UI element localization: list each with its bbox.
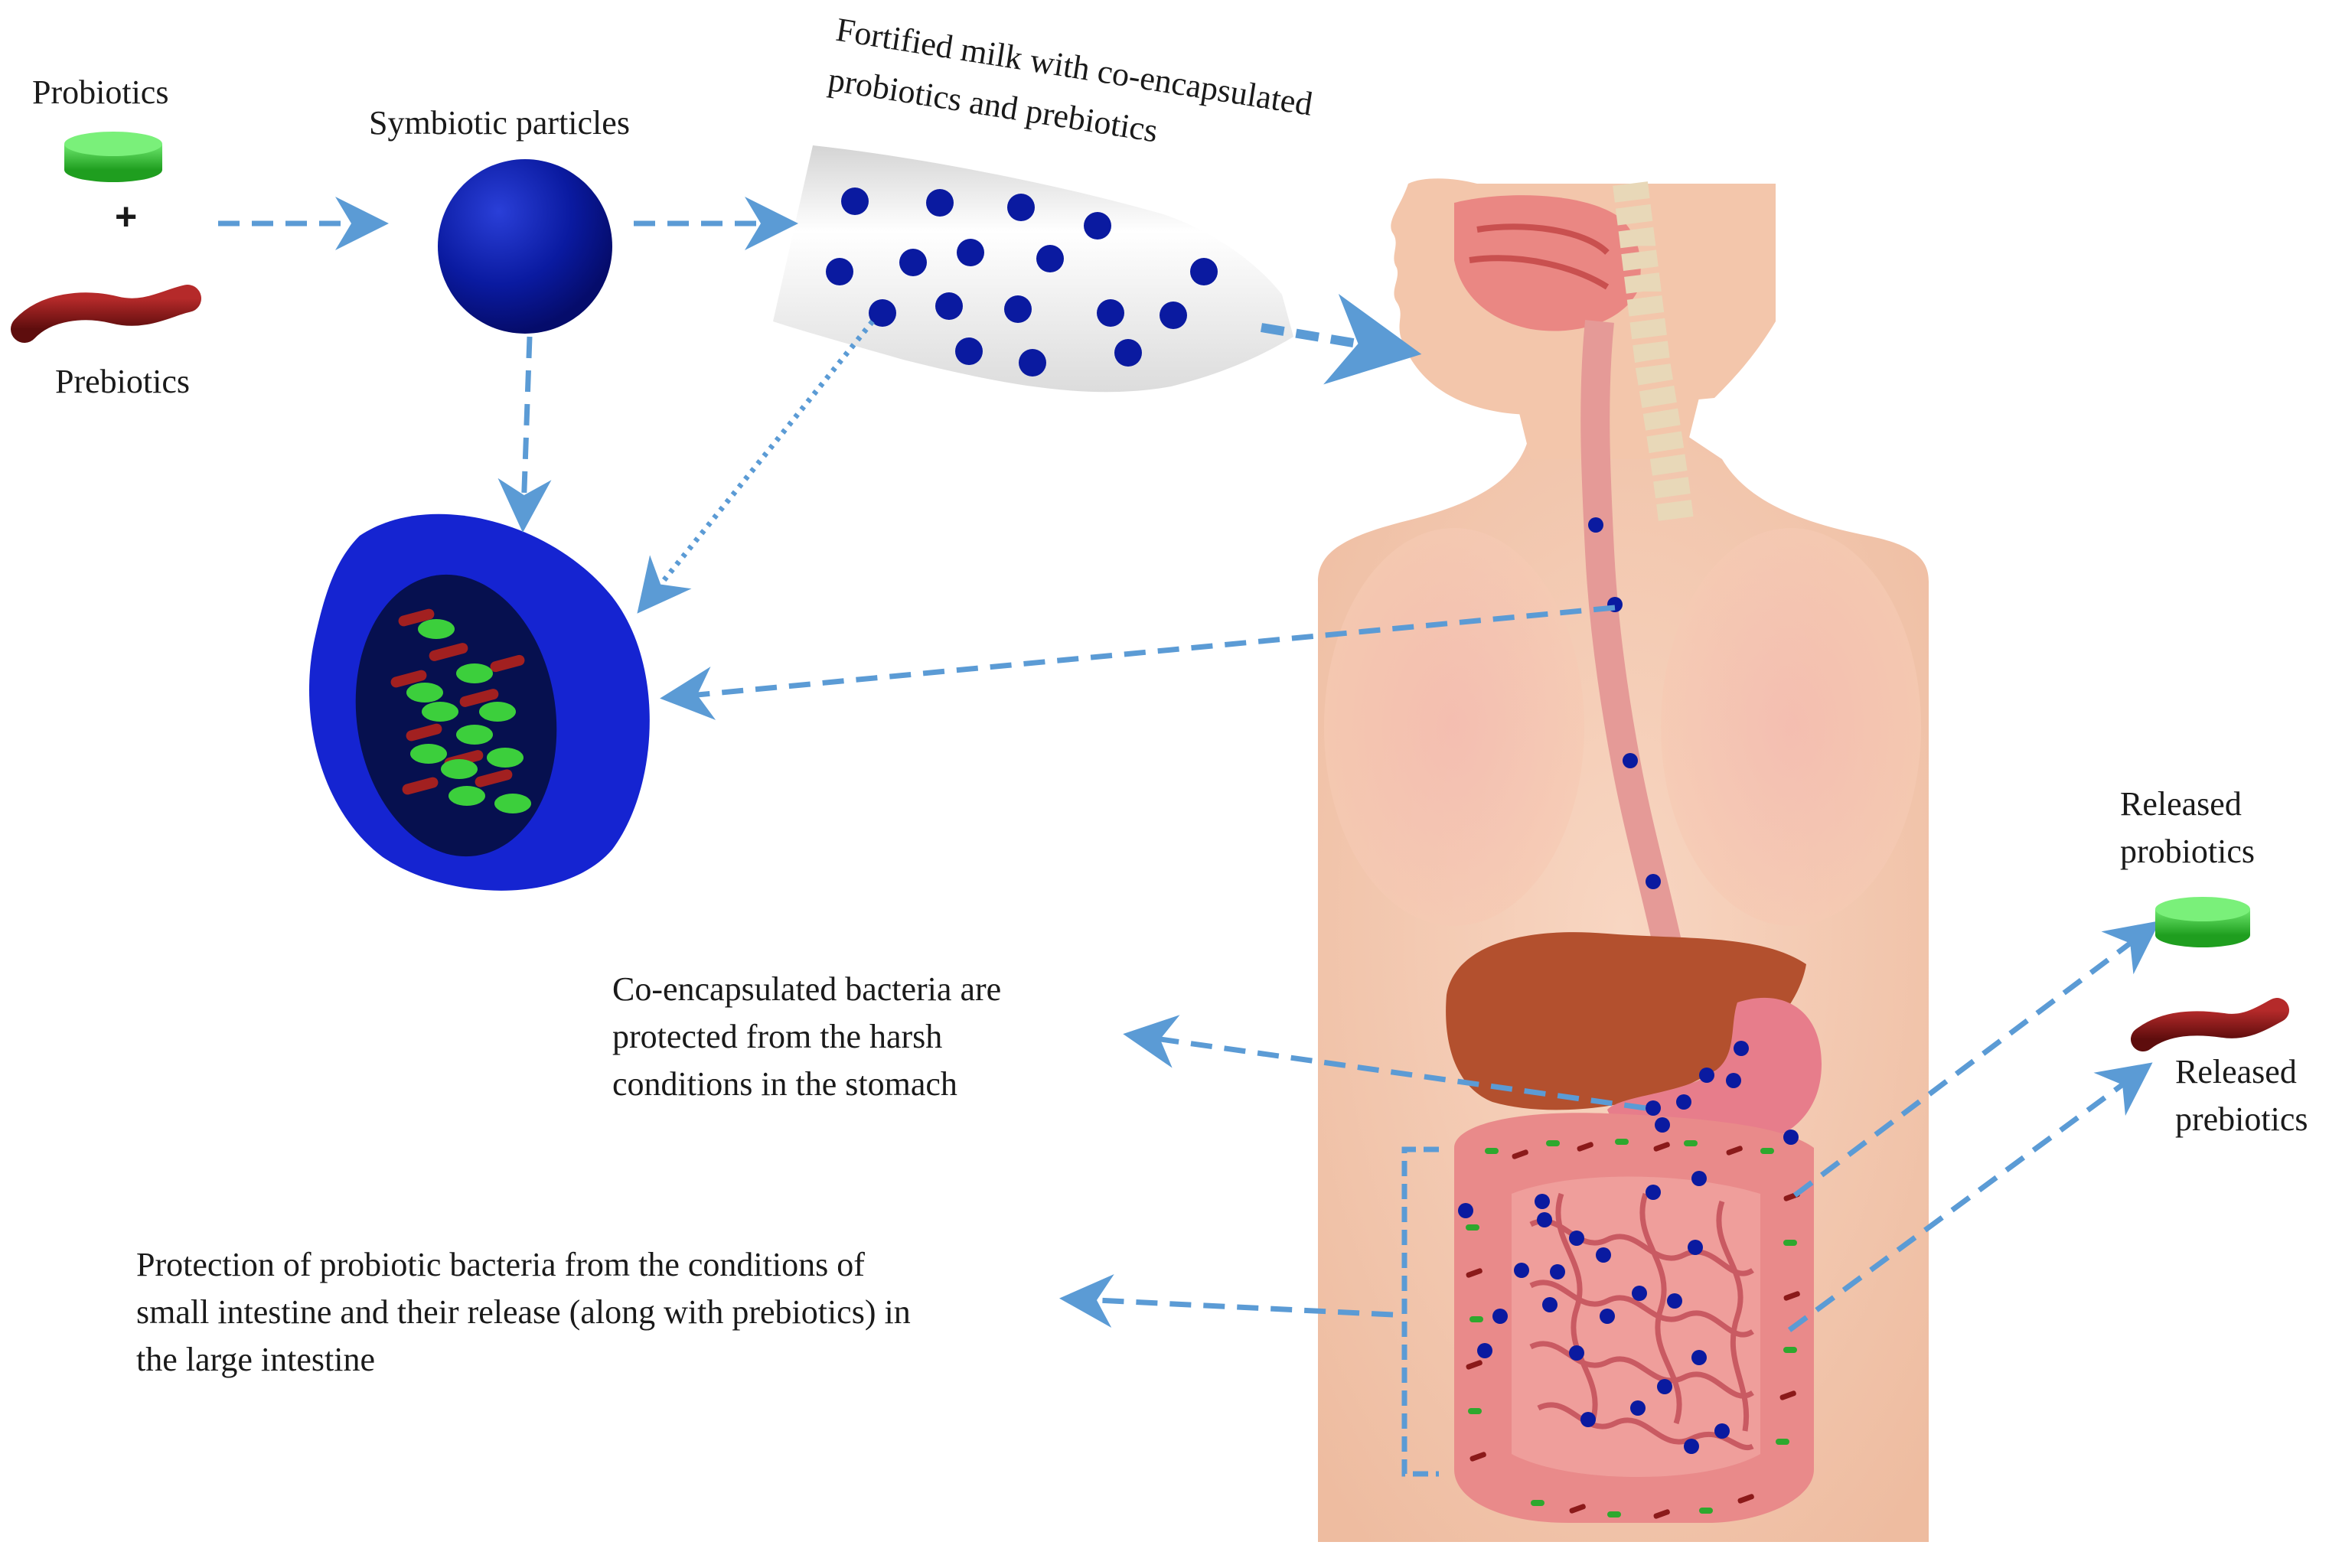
liver: [1446, 932, 1806, 1110]
stomach-caption-line: conditions in the stomach: [612, 1065, 957, 1103]
intestine-caption-line: small intestine and their release (along…: [136, 1293, 911, 1331]
human-body: [1318, 178, 1929, 1542]
released-prebiotic-icon: [2131, 998, 2289, 1051]
left-lung: [1324, 528, 1584, 926]
bacteria-flecks: [1466, 1139, 1800, 1519]
arrow-intestine-to-caption: [1059, 1274, 1394, 1328]
intestine-caption-line: the large intestine: [136, 1341, 375, 1378]
plus-sign: +: [115, 195, 138, 238]
symbiotic-particle-icon: [438, 159, 612, 334]
bottle-particles: [826, 187, 1218, 377]
arrow-bottle-to-capsule: [637, 319, 875, 614]
milk-bottle: [773, 145, 1293, 393]
prebiotics-label: Prebiotics: [55, 363, 190, 400]
stomach-caption-line: protected from the harsh: [612, 1018, 943, 1055]
released-probiotic-icon: [2155, 897, 2250, 947]
stomach-caption-line: Co-encapsulated bacteria are: [612, 970, 1002, 1008]
intestine-caption: Protection of probiotic bacteria from th…: [136, 1241, 911, 1384]
released-prebiotics-label: Released prebiotics: [2175, 1048, 2308, 1143]
arrow-particle-to-capsule: [497, 336, 552, 533]
spine: [1613, 181, 1694, 523]
arrow-bottle-to-mouth: [1261, 293, 1422, 385]
prebiotic-icon: [11, 285, 201, 343]
released-prebiotics-line: Released: [2175, 1053, 2297, 1090]
capsule-contents: [390, 608, 531, 813]
released-probiotics-line: Released: [2120, 785, 2242, 823]
probiotics-label: Probiotics: [32, 73, 169, 111]
body-particles: [1458, 517, 1799, 1454]
released-probiotics-line: probiotics: [2120, 833, 2255, 870]
arrow-to-released-probiotics: [1792, 921, 2161, 1198]
arrow-to-released-prebiotics: [1787, 1062, 2153, 1332]
stomach-caption: Co-encapsulated bacteria are protected f…: [612, 966, 1001, 1108]
released-prebiotics-line: prebiotics: [2175, 1100, 2308, 1138]
esophagus: [1580, 320, 1683, 953]
flow-arrows: [218, 197, 2161, 1477]
symbiotic-particles-label: Symbiotic particles: [369, 104, 630, 142]
released-probiotics-label: Released probiotics: [2120, 781, 2255, 875]
right-lung: [1661, 528, 1921, 926]
intestine-caption-line: Protection of probiotic bacteria from th…: [136, 1246, 865, 1283]
arrow-stomach-to-caption: [1123, 1015, 1646, 1111]
cut-sphere-capsule: [309, 513, 650, 891]
arrow-esophagus-to-capsule: [660, 605, 1616, 720]
intestine-bracket: [1401, 1146, 1439, 1477]
probiotic-icon: [64, 132, 162, 182]
stomach: [1607, 997, 1822, 1148]
